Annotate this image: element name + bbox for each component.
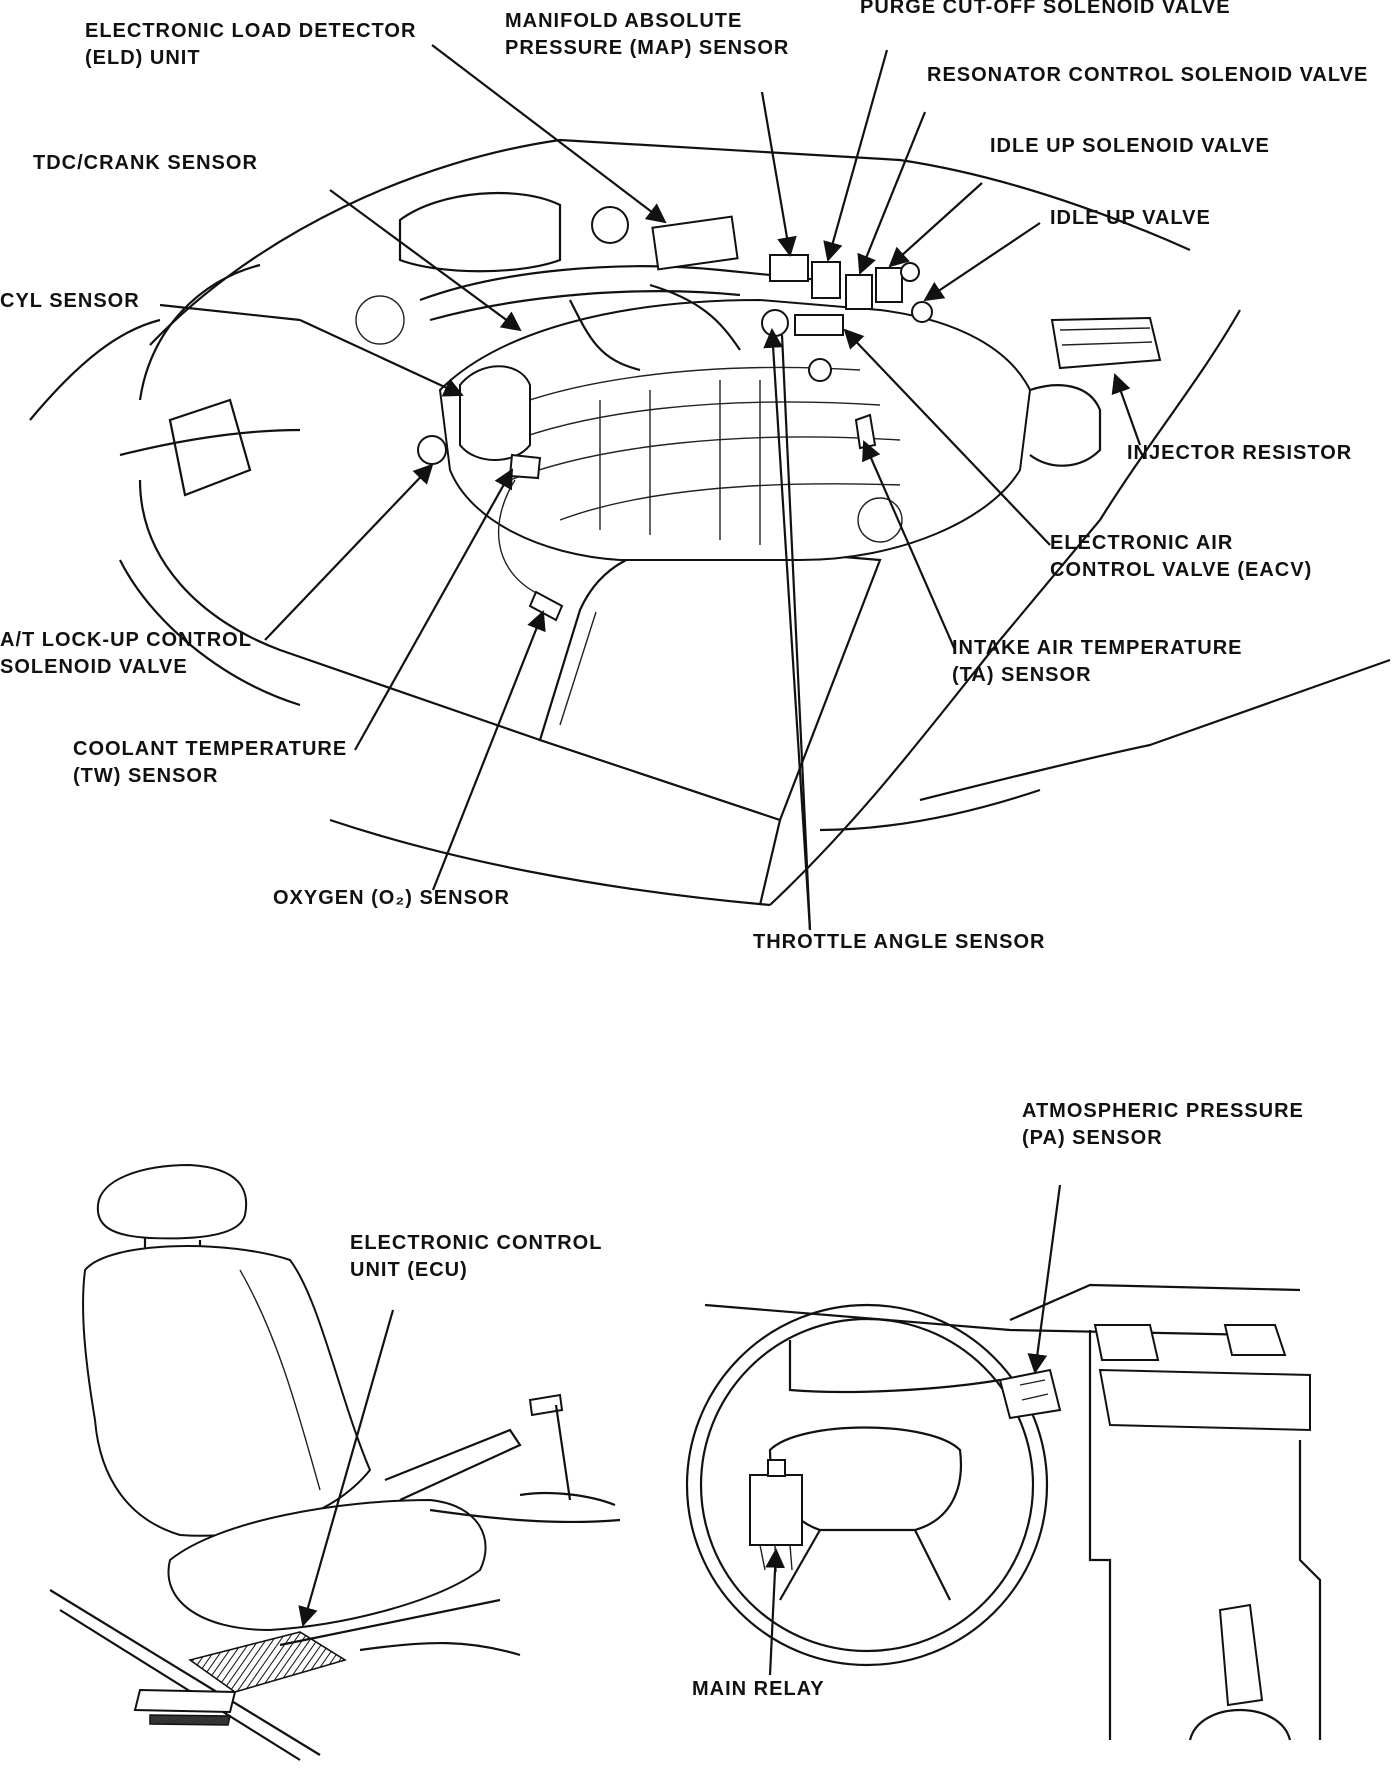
ecu-leader-line: [298, 1309, 395, 1627]
label-idle-up-valve-line1: IDLE UP VALVE: [1050, 207, 1211, 229]
label-cyl-line1: CYL SENSOR: [0, 290, 140, 312]
engine-leader-lines: [159, 44, 1142, 931]
label-intake-air-temp-sensor: INTAKE AIR TEMPERATURE (TA) SENSOR: [952, 635, 1243, 689]
label-idle-up-valve: IDLE UP VALVE: [1050, 205, 1211, 232]
label-map-sensor: MANIFOLD ABSOLUTE PRESSURE (MAP) SENSOR: [505, 8, 789, 62]
label-at-lockup-solenoid: A/T LOCK-UP CONTROL SOLENOID VALVE: [0, 627, 252, 681]
label-injector-resistor-line1: INJECTOR RESISTOR: [1127, 442, 1353, 464]
label-idle-up-solenoid-line1: IDLE UP SOLENOID VALVE: [990, 135, 1270, 157]
label-main-relay: MAIN RELAY: [692, 1676, 825, 1703]
label-main-relay-line1: MAIN RELAY: [692, 1678, 825, 1700]
dashboard-illustration: [685, 1283, 1322, 1741]
label-ecu-line2: UNIT (ECU): [350, 1259, 468, 1281]
label-map-line1: MANIFOLD ABSOLUTE: [505, 10, 743, 32]
label-pa-line2: (PA) SENSOR: [1022, 1127, 1163, 1149]
label-injector-resistor: INJECTOR RESISTOR: [1127, 440, 1352, 467]
engine-bay-illustration: [29, 138, 1391, 907]
label-throttle-line1: THROTTLE ANGLE SENSOR: [753, 931, 1046, 953]
label-oxygen-line1: OXYGEN (O₂) SENSOR: [273, 887, 510, 909]
label-purge-line1: PURGE CUT-OFF SOLENOID VALVE: [860, 0, 1231, 18]
label-cyl-sensor: CYL SENSOR: [0, 288, 140, 315]
label-idle-up-solenoid: IDLE UP SOLENOID VALVE: [990, 133, 1270, 160]
label-throttle-angle-sensor: THROTTLE ANGLE SENSOR: [753, 929, 1045, 956]
label-tdc-line1: TDC/CRANK SENSOR: [33, 152, 258, 174]
label-eld-line2: (ELD) UNIT: [85, 47, 201, 69]
label-eld-unit: ELECTRONIC LOAD DETECTOR (ELD) UNIT: [85, 18, 416, 72]
label-map-line2: PRESSURE (MAP) SENSOR: [505, 37, 790, 59]
label-ta-line2: (TA) SENSOR: [952, 664, 1092, 686]
pa-sensor-leader-line: [1027, 1184, 1062, 1374]
label-at-lockup-line1: A/T LOCK-UP CONTROL: [0, 629, 252, 651]
label-oxygen-sensor: OXYGEN (O₂) SENSOR: [273, 885, 510, 912]
label-tw-line2: (TW) SENSOR: [73, 765, 219, 787]
label-ecu-line1: ELECTRONIC CONTROL: [350, 1232, 603, 1254]
label-eacv-line1: ELECTRONIC AIR: [1050, 532, 1234, 554]
main-relay-leader-line: [765, 1548, 786, 1676]
label-eacv: ELECTRONIC AIR CONTROL VALVE (EACV): [1050, 530, 1312, 584]
label-resonator-solenoid: RESONATOR CONTROL SOLENOID VALVE: [927, 62, 1368, 89]
label-eld-line1: ELECTRONIC LOAD DETECTOR: [85, 20, 417, 42]
label-resonator-line1: RESONATOR CONTROL SOLENOID VALVE: [927, 64, 1369, 86]
seat-ecu-illustration: [49, 1163, 621, 1761]
label-ta-line1: INTAKE AIR TEMPERATURE: [952, 637, 1243, 659]
label-pa-sensor: ATMOSPHERIC PRESSURE (PA) SENSOR: [1022, 1098, 1304, 1152]
label-coolant-temp-sensor: COOLANT TEMPERATURE (TW) SENSOR: [73, 736, 347, 790]
label-eacv-line2: CONTROL VALVE (EACV): [1050, 559, 1313, 581]
label-purge-cutoff-solenoid: PURGE CUT-OFF SOLENOID VALVE: [860, 0, 1231, 21]
label-tw-line1: COOLANT TEMPERATURE: [73, 738, 348, 760]
label-ecu: ELECTRONIC CONTROL UNIT (ECU): [350, 1230, 602, 1284]
label-pa-line1: ATMOSPHERIC PRESSURE: [1022, 1100, 1304, 1122]
label-at-lockup-line2: SOLENOID VALVE: [0, 656, 188, 678]
label-tdc-crank-sensor: TDC/CRANK SENSOR: [33, 150, 258, 177]
